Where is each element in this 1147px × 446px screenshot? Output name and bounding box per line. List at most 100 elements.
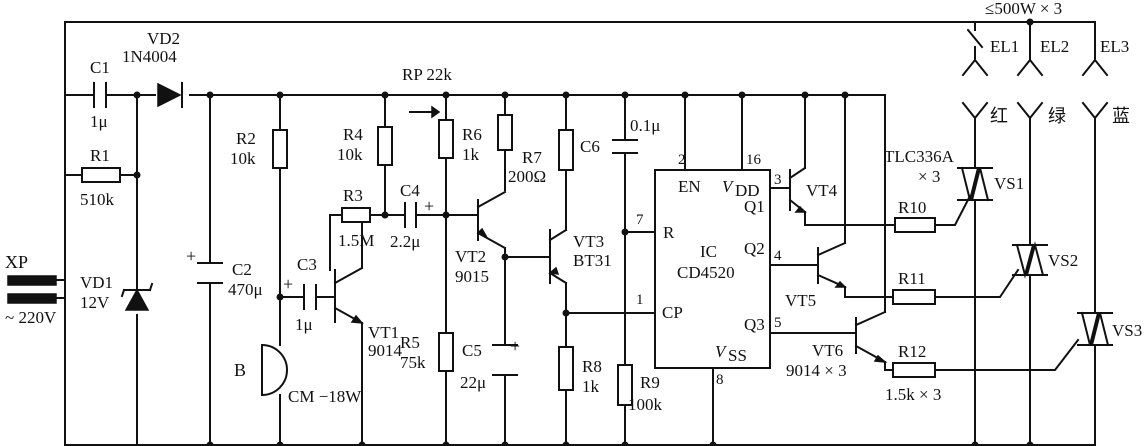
zener-vd1-symbol [120,282,154,311]
triac-type-label: TLC336A [884,147,955,166]
r3-name: R3 [343,186,363,205]
plug-xp-symbol [7,275,66,304]
el1-color: 红 [990,106,1008,127]
ic-pin-4: 4 [774,248,782,264]
r2-name: R2 [236,129,256,148]
ic-pin-2: 2 [678,152,686,168]
r9-value: 100k [628,395,663,414]
ic-name: IC [700,242,717,261]
r8-value: 1k [582,377,600,396]
diode-vd2-symbol [157,82,183,108]
el1-name: EL1 [990,37,1019,56]
capacitor-c2-symbol [197,262,223,284]
mains-label: ~ 220V [5,308,57,327]
resistor-r4-symbol [377,126,393,166]
vt2-name: VT2 [455,247,486,266]
vt4-name: VT4 [806,181,838,200]
labels: XP ~ 220V ≤500W × 3 C1 1μ R1 510k VD2 1N… [5,0,1142,414]
triac-vs2-symbol [1012,241,1048,279]
c3-polarity: + [283,274,293,294]
r2-value: 10k [230,149,256,168]
ic-pin-en: EN [678,177,701,196]
ic-pin-3: 3 [774,172,782,188]
ic-pin-q1: Q1 [744,197,765,216]
ic-part: CD4520 [677,263,735,282]
el3-color: 蓝 [1112,106,1130,127]
resistor-r2-symbol [272,129,288,169]
wires [64,21,1096,446]
ic-pin-5: 5 [774,315,782,331]
vs2-name: VS2 [1048,251,1078,270]
ic-pin-vss-sub: SS [728,346,747,365]
rp-label: RP 22k [402,65,452,84]
ic-pin-8: 8 [716,372,724,388]
capacitor-c6-symbol [612,139,638,154]
vd2-value: 1N4004 [122,47,177,66]
vt6-value: 9014 × 3 [786,361,847,380]
c6-value: 0.1μ [630,116,660,135]
vd1-value: 12V [80,293,110,312]
vt5-name: VT5 [785,291,816,310]
vd2-name: VD2 [147,29,180,48]
c2-name: C2 [232,260,252,279]
ic-pin-q2: Q2 [744,239,765,258]
vt1-value: 9014 [368,341,403,360]
mic-name: B [234,360,246,380]
microphone-b-symbol [260,343,288,397]
resistor-r11-symbol [892,289,936,305]
r12-name: R12 [898,342,926,361]
ic-pin-16: 16 [746,152,762,168]
capacitor-c1-symbol [93,82,107,108]
resistor-r10-symbol [894,217,936,233]
c6-name: C6 [580,137,600,156]
ic-pin-q3: Q3 [744,315,765,334]
mic-value: CM −18W [288,387,362,406]
load-rating-label: ≤500W × 3 [985,0,1062,18]
triac-vs3-symbol [1077,311,1113,347]
plug-label: XP [5,252,28,272]
vt3-value: BT31 [573,251,612,270]
ic-pin-vdd-sub: DD [735,181,760,200]
el3-name: EL3 [1100,37,1129,56]
c1-name: C1 [90,58,110,77]
vt2-value: 9015 [455,267,489,286]
c4-name: C4 [400,181,420,200]
vd1-name: VD1 [80,273,113,292]
ic-pin-7: 7 [636,212,644,228]
r6-name: R6 [462,125,482,144]
vt1-name: VT1 [368,323,399,342]
transistor-arrows [350,205,888,363]
resistor-r6-symbol [497,114,513,151]
potentiometer-rp-symbol [431,105,454,159]
resistor-r5-symbol [438,332,454,372]
vs1-name: VS1 [994,174,1024,193]
resistor-r1-symbol [81,167,121,183]
resistor-r12-symbol [892,362,936,378]
vt3-name: VT3 [573,232,604,251]
r7-value: 200Ω [508,167,546,186]
triac-type-qty: × 3 [918,167,940,186]
r11-name: R11 [898,269,926,288]
ic-pin-r: R [663,223,675,242]
c4-polarity: + [424,196,434,216]
c5-polarity: + [510,336,520,356]
r7-name: R7 [522,148,542,167]
resistor-r7-symbol [558,129,574,171]
triac-vs1-symbol [957,166,993,202]
lamp-socket-symbols [961,28,1109,120]
capacitor-c3-symbol [303,284,317,310]
r4-value: 10k [337,145,363,164]
r1-value: 510k [80,190,115,209]
vt6-name: VT6 [812,341,843,360]
el2-name: EL2 [1040,37,1069,56]
ic-pin-cp: CP [662,303,683,322]
r4-name: R4 [343,125,363,144]
resistor-r8-symbol [558,346,574,391]
r5-name: R5 [400,333,420,352]
c5-name: C5 [462,341,482,360]
resistor-r3-symbol [341,207,371,223]
c3-value: 1μ [295,315,313,334]
ic-cd4520-box [654,169,771,369]
